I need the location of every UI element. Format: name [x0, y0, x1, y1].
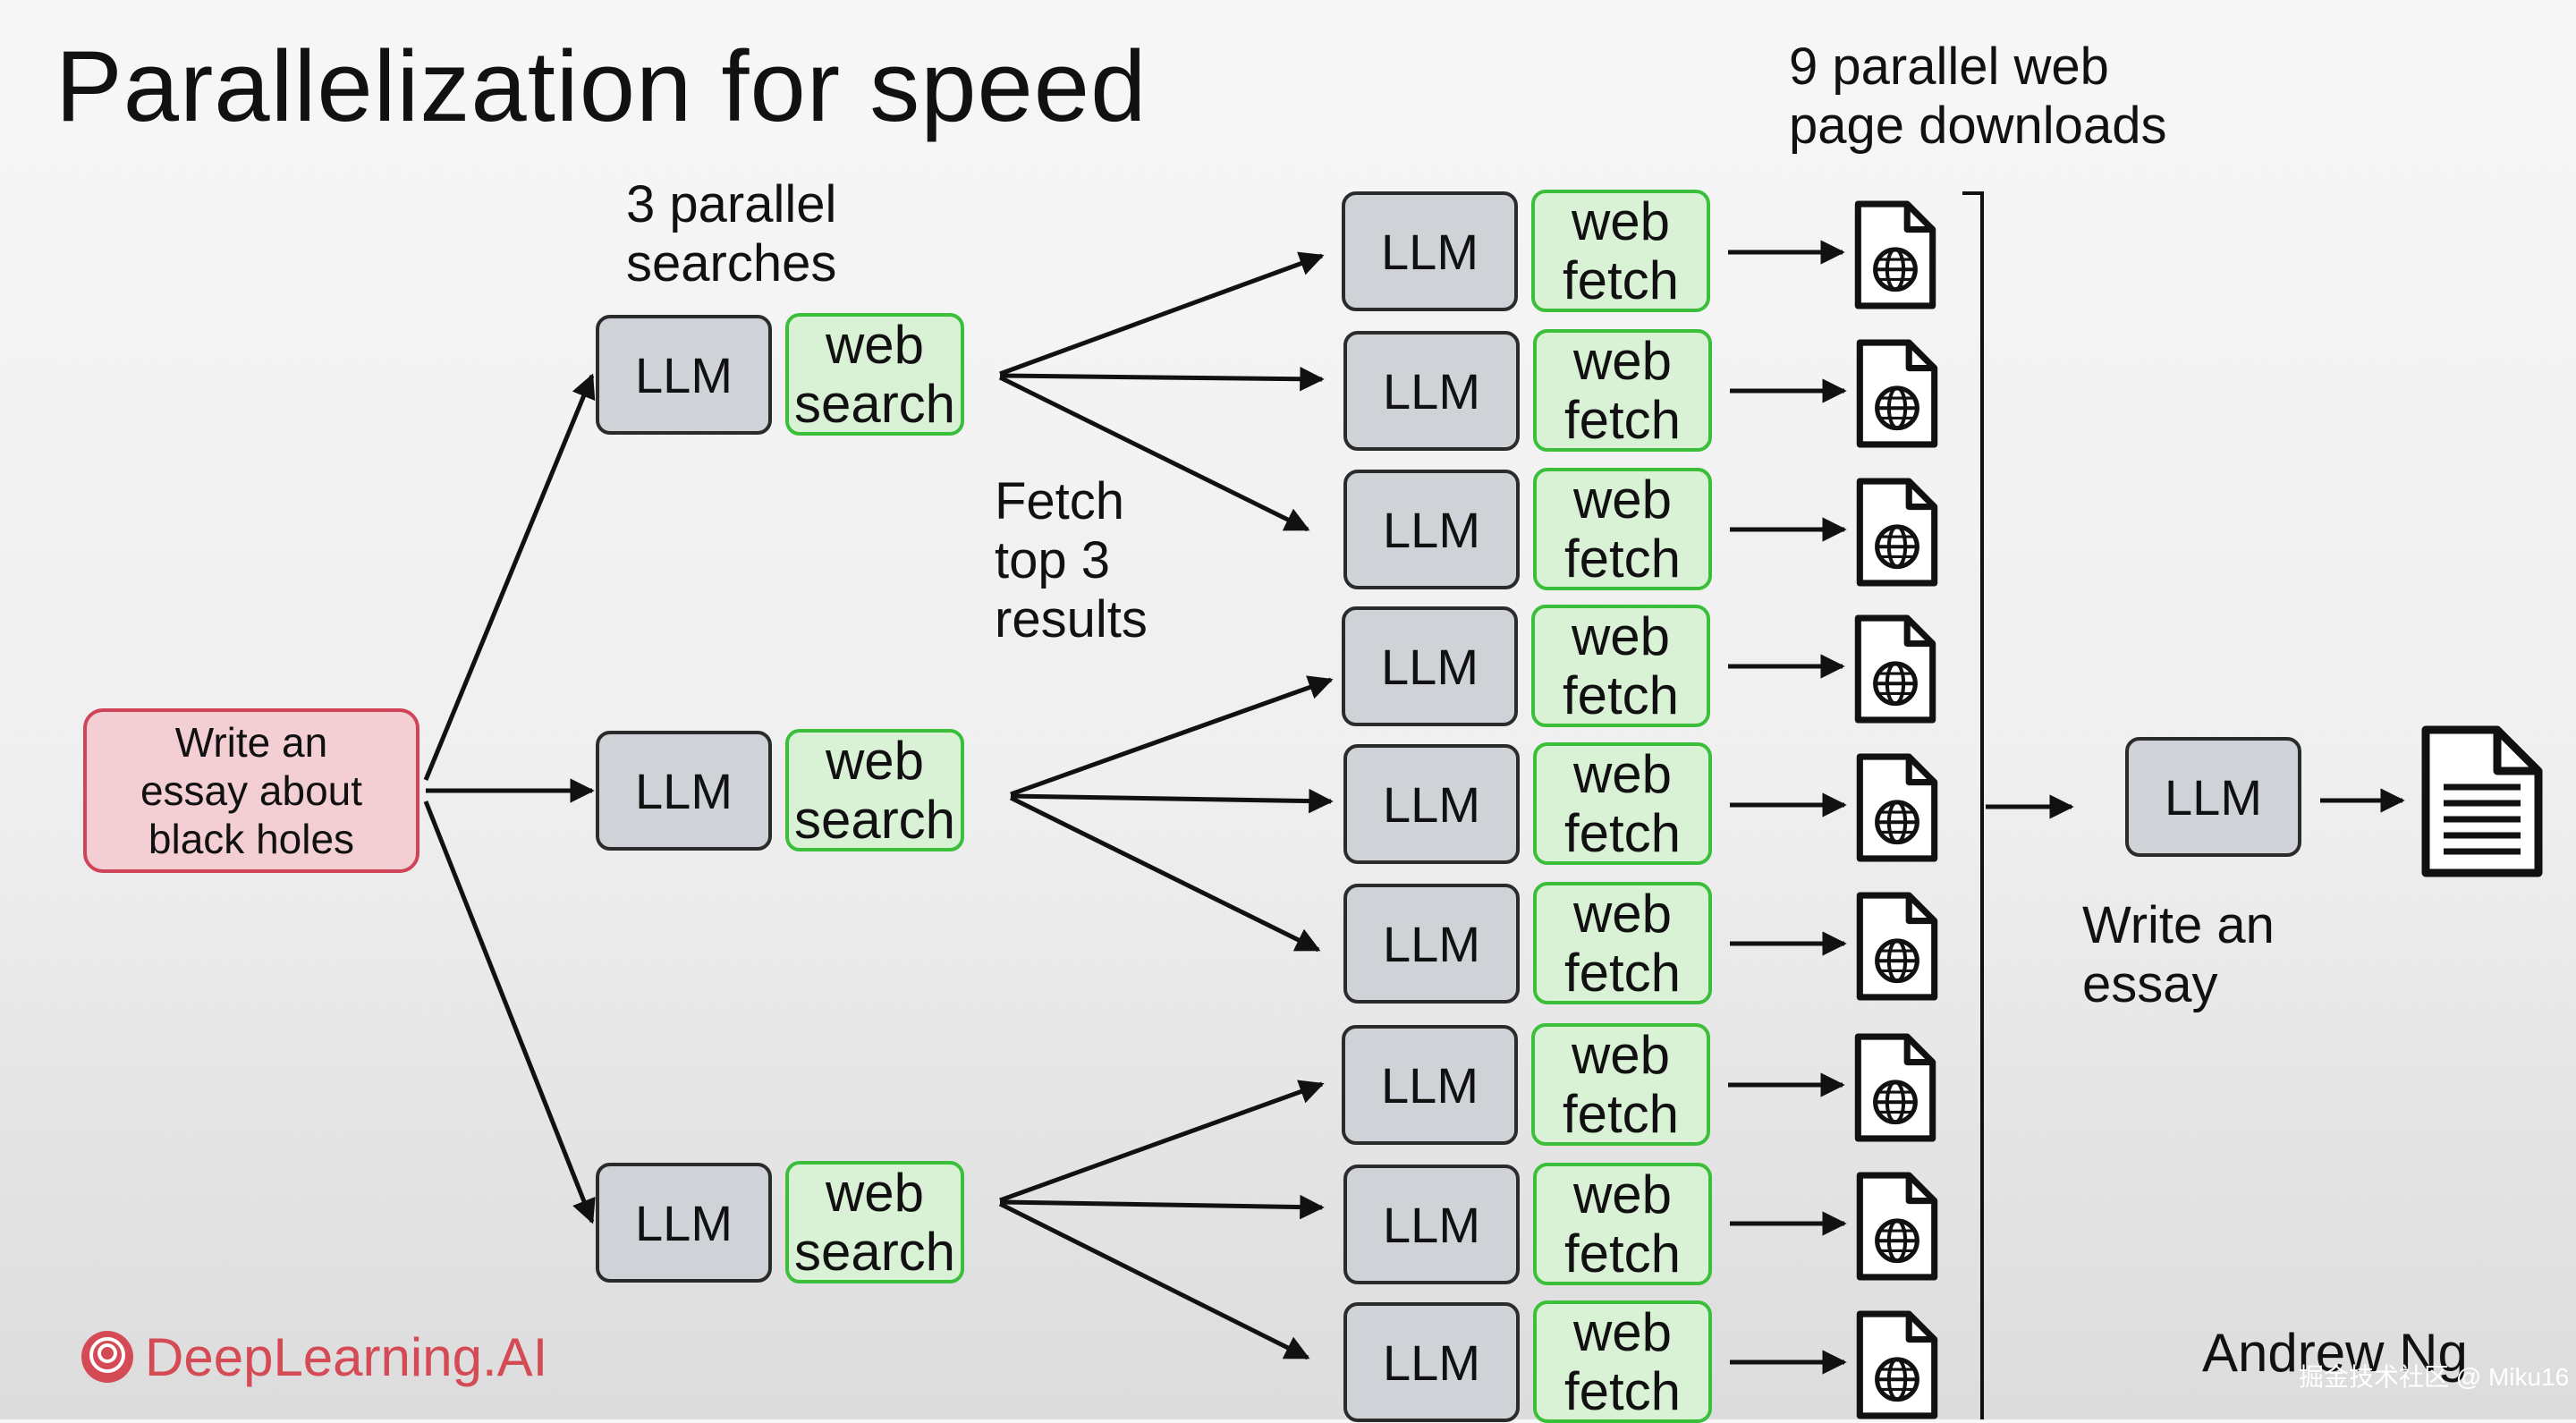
arrow-search-2-to-fetch-5	[1010, 788, 1334, 814]
web-page-globe-icon	[1860, 481, 1934, 583]
llm-box-fetch-3: LLM	[1343, 470, 1520, 589]
llm-box-write-essay: LLM	[2125, 737, 2301, 857]
arrow-search-1-to-fetch-2	[999, 366, 1325, 392]
web-page-globe-icon	[1858, 1037, 1932, 1139]
llm-box-fetch-6: LLM	[1343, 884, 1520, 1004]
bracket	[1962, 191, 1984, 1419]
document-icon	[2421, 725, 2543, 877]
arrow-search-2-to-fetch-4	[1010, 675, 1334, 797]
task-box: Write an essay about black holes	[83, 708, 419, 873]
page-title: Parallelization for speed	[55, 30, 1148, 142]
llm-box-fetch-4: LLM	[1342, 606, 1518, 726]
web-page-globe-icon	[1860, 1175, 1934, 1277]
llm-box-search-2: LLM	[596, 731, 772, 851]
arrow-search-1-to-fetch-3	[998, 375, 1310, 532]
arrow-task-to-search-3	[423, 800, 596, 1224]
arrow-search-3-to-fetch-8	[999, 1194, 1325, 1220]
arrow-search-3-to-fetch-9	[998, 1201, 1310, 1360]
arrow-search-3-to-fetch-7	[999, 1080, 1325, 1203]
web-page-globe-icon	[1860, 895, 1934, 997]
caption-write-essay: Write an essay	[2082, 896, 2275, 1013]
arrow-task-to-search-1	[423, 373, 596, 781]
logo-text: DeepLearning.AI	[145, 1326, 548, 1387]
llm-box-fetch-7: LLM	[1342, 1025, 1518, 1145]
caption-fetch-top-results: Fetch top 3 results	[995, 472, 1148, 648]
web-page-globe-icon	[1858, 204, 1932, 306]
web-page-globe-icon	[1860, 343, 1934, 445]
watermark: 掘金技术社区 @ Miku16	[2299, 1363, 2570, 1391]
llm-box-search-3: LLM	[596, 1163, 772, 1283]
llm-box-search-1: LLM	[596, 315, 772, 435]
llm-box-fetch-8: LLM	[1343, 1165, 1520, 1284]
web-page-globe-icon	[1860, 757, 1934, 859]
web-page-globe-icon	[1858, 618, 1932, 720]
llm-box-fetch-9: LLM	[1343, 1302, 1520, 1422]
deeplearning-logo: DeepLearning.AI	[79, 1326, 547, 1388]
author-name: Andrew Ng	[2202, 1323, 2468, 1383]
arrow-search-2-to-fetch-6	[1009, 795, 1321, 953]
web-page-globe-icon	[1860, 1314, 1934, 1416]
llm-box-fetch-5: LLM	[1343, 744, 1520, 864]
llm-box-fetch-2: LLM	[1343, 331, 1520, 451]
caption-parallel-searches: 3 parallel searches	[626, 175, 837, 292]
deeplearning-logo-icon	[81, 1331, 133, 1383]
arrow-search-1-to-fetch-1	[999, 251, 1325, 377]
llm-box-fetch-1: LLM	[1342, 191, 1518, 311]
caption-parallel-downloads: 9 parallel web page downloads	[1789, 38, 2167, 155]
